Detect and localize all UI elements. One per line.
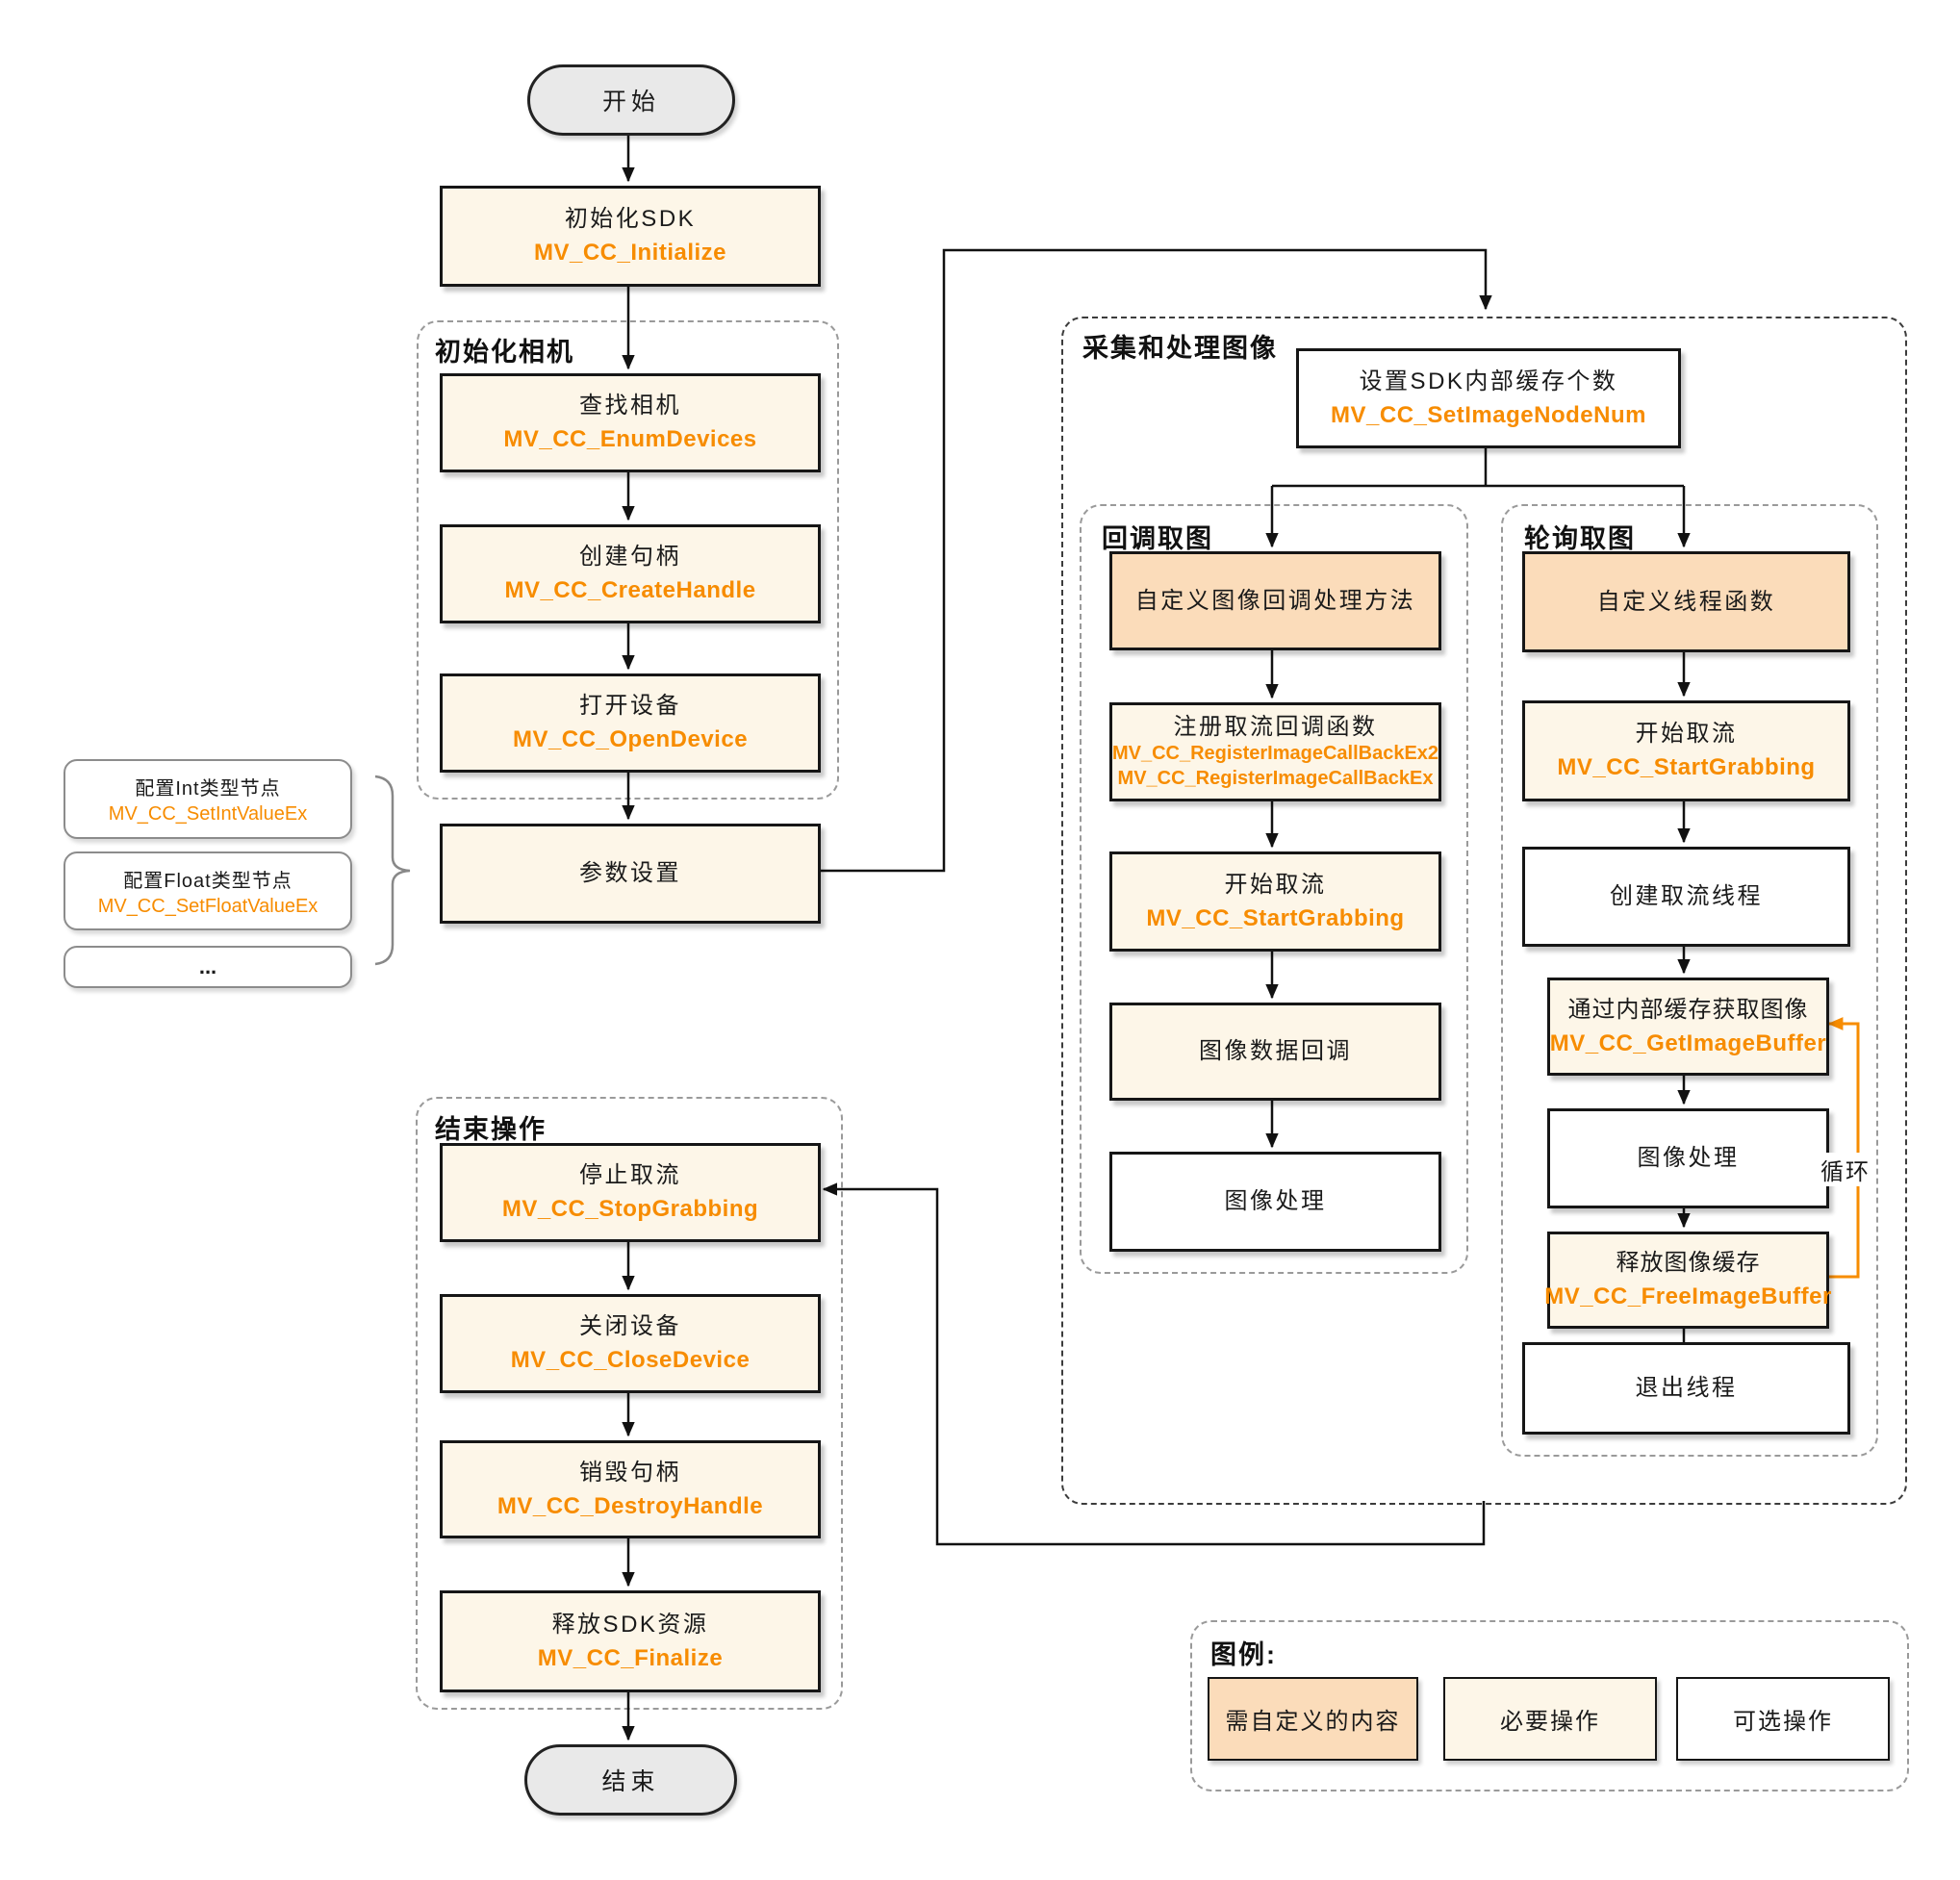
group-callback-label: 回调取图 [1102, 524, 1213, 553]
sidebox-title: 配置Int类型节点 [135, 778, 281, 800]
node-title: 查找相机 [579, 393, 681, 419]
node-poll-create-thread: 创建取流线程 [1522, 847, 1850, 947]
node-fn: MV_CC_CloseDevice [510, 1347, 751, 1373]
group-finish-label: 结束操作 [435, 1115, 547, 1144]
node-title: 退出线程 [1635, 1375, 1738, 1402]
node-close-device: 关闭设备 MV_CC_CloseDevice [440, 1294, 821, 1393]
sidebox-title: 配置Float类型节点 [123, 870, 293, 892]
node-title: 释放SDK资源 [551, 1611, 709, 1638]
node-title: 通过内部缓存获取图像 [1567, 996, 1809, 1023]
node-param-setting: 参数设置 [440, 824, 821, 924]
node-fn: MV_CC_SetImageNodeNum [1331, 401, 1646, 428]
loop-label: 循环 [1819, 1153, 1872, 1186]
node-title: 图像处理 [1637, 1145, 1740, 1172]
node-fn: MV_CC_RegisterImageCallBackEx2 [1111, 743, 1439, 765]
sidebox-set-float: 配置Float类型节点 MV_CC_SetFloatValueEx [64, 851, 352, 930]
node-title: 创建句柄 [579, 544, 681, 571]
node-open-device: 打开设备 MV_CC_OpenDevice [440, 673, 821, 773]
node-title: 停止取流 [579, 1162, 681, 1189]
node-title: 注册取流回调函数 [1173, 713, 1378, 740]
node-cb-image-process: 图像处理 [1109, 1152, 1441, 1252]
node-title: 关闭设备 [579, 1313, 681, 1340]
group-init-camera-label: 初始化相机 [435, 338, 574, 367]
node-cb-custom: 自定义图像回调处理方法 [1109, 551, 1441, 650]
node-poll-custom-thread: 自定义线程函数 [1522, 551, 1850, 652]
node-title: 释放图像缓存 [1616, 1250, 1761, 1277]
node-fn: MV_CC_GetImageBuffer [1549, 1029, 1827, 1056]
node-fn: MV_CC_Finalize [537, 1644, 724, 1671]
node-fn: MV_CC_OpenDevice [512, 726, 749, 752]
black-arrows [622, 130, 1691, 1741]
node-fn: MV_CC_StopGrabbing [501, 1196, 759, 1222]
node-title: 图像数据回调 [1199, 1038, 1352, 1065]
sidebox-fn: MV_CC_SetFloatValueEx [97, 895, 318, 917]
node-cb-register: 注册取流回调函数 MV_CC_RegisterImageCallBackEx2 … [1109, 702, 1441, 801]
node-title: 开始取流 [1635, 721, 1738, 748]
node-destroy-handle: 销毁句柄 MV_CC_DestroyHandle [440, 1440, 821, 1538]
legend-item-required: 必要操作 [1443, 1677, 1657, 1761]
sidebox-set-int: 配置Int类型节点 MV_CC_SetIntValueEx [64, 759, 352, 839]
node-title: 初始化SDK [564, 206, 697, 233]
node-init-sdk: 初始化SDK MV_CC_Initialize [440, 186, 821, 287]
legend-item-custom: 需自定义的内容 [1208, 1677, 1418, 1761]
node-fn: MV_CC_CreateHandle [504, 577, 756, 603]
node-finalize: 释放SDK资源 MV_CC_Finalize [440, 1590, 821, 1692]
sidebox-fn: MV_CC_SetIntValueEx [108, 803, 308, 825]
node-fn: MV_CC_FreeImageBuffer [1544, 1283, 1832, 1309]
node-title: 创建取流线程 [1610, 883, 1763, 910]
node-title: 图像处理 [1224, 1188, 1327, 1215]
end-label: 结束 [601, 1768, 660, 1795]
sidebox-more: ... [64, 946, 352, 988]
node-poll-get-image-buffer: 通过内部缓存获取图像 MV_CC_GetImageBuffer [1547, 978, 1829, 1076]
end-terminal: 结束 [524, 1744, 737, 1816]
legend-item-label: 必要操作 [1500, 1709, 1600, 1735]
node-fn: MV_CC_EnumDevices [503, 426, 757, 452]
node-cb-image-data-callback: 图像数据回调 [1109, 1003, 1441, 1101]
legend-item-label: 需自定义的内容 [1225, 1709, 1401, 1735]
node-poll-image-process: 图像处理 [1547, 1108, 1829, 1208]
start-terminal: 开始 [527, 64, 735, 136]
loop-arrow [1823, 1017, 1860, 1279]
brace [374, 775, 411, 966]
node-fn: MV_CC_Initialize [533, 240, 727, 266]
group-legend [1190, 1620, 1909, 1791]
node-set-image-node-num: 设置SDK内部缓存个数 MV_CC_SetImageNodeNum [1296, 348, 1681, 448]
node-title: 自定义线程函数 [1596, 588, 1776, 615]
node-title: 开始取流 [1224, 871, 1327, 898]
group-capture-label: 采集和处理图像 [1082, 334, 1278, 363]
node-fn2: MV_CC_RegisterImageCallBackEx [1117, 768, 1434, 790]
node-poll-exit-thread: 退出线程 [1522, 1342, 1850, 1435]
legend-item-optional: 可选操作 [1676, 1677, 1890, 1761]
node-create-handle: 创建句柄 MV_CC_CreateHandle [440, 524, 821, 623]
node-poll-start-grabbing: 开始取流 MV_CC_StartGrabbing [1522, 700, 1850, 801]
group-polling-label: 轮询取图 [1524, 524, 1636, 553]
group-legend-label: 图例: [1210, 1640, 1277, 1669]
legend-item-label: 可选操作 [1733, 1709, 1833, 1735]
node-cb-start-grabbing: 开始取流 MV_CC_StartGrabbing [1109, 851, 1441, 952]
node-enum-devices: 查找相机 MV_CC_EnumDevices [440, 373, 821, 472]
node-title: 参数设置 [579, 860, 681, 887]
node-title: 销毁句柄 [579, 1459, 681, 1486]
node-fn: MV_CC_StartGrabbing [1146, 904, 1405, 931]
node-poll-free-image-buffer: 释放图像缓存 MV_CC_FreeImageBuffer [1544, 1232, 1832, 1329]
node-fn: MV_CC_DestroyHandle [496, 1492, 764, 1519]
node-title: 自定义图像回调处理方法 [1134, 587, 1416, 614]
node-fn: MV_CC_StartGrabbing [1557, 754, 1816, 780]
node-stop-grabbing: 停止取流 MV_CC_StopGrabbing [440, 1143, 821, 1242]
node-title: 打开设备 [579, 693, 681, 720]
sidebox-dots: ... [198, 954, 217, 978]
group-callback [1080, 504, 1468, 1274]
group-polling [1501, 504, 1878, 1457]
start-label: 开始 [601, 89, 660, 115]
node-title: 设置SDK内部缓存个数 [1359, 368, 1618, 394]
